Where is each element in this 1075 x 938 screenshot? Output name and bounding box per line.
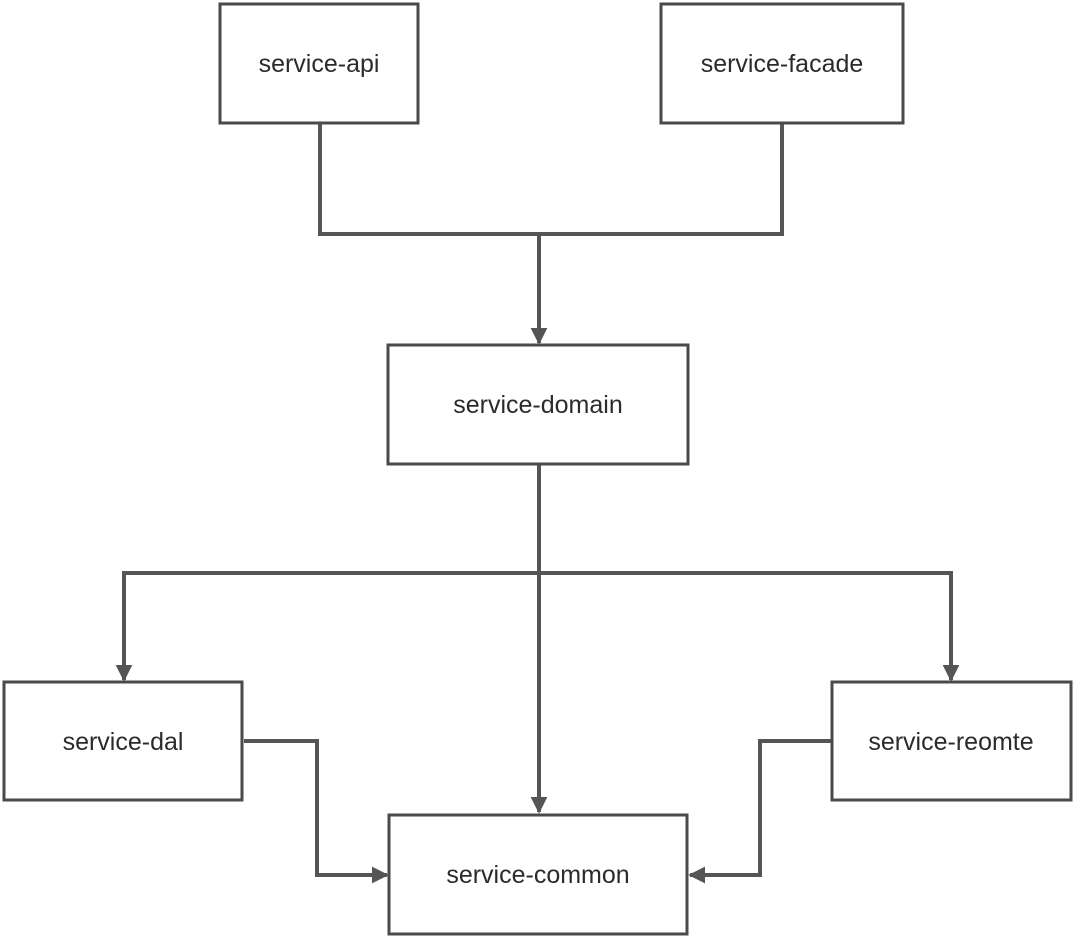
edge-domain-to-dal — [115, 571, 539, 682]
edge-domain-to-remote — [539, 571, 960, 682]
node-box — [218, 2, 420, 125]
edge-remote-to-common — [688, 739, 831, 884]
node-service-facade: service-facade — [659, 2, 905, 125]
node-service-common: service-common — [387, 813, 689, 936]
node-service-domain: service-domain — [386, 343, 690, 466]
node-label: service-facade — [701, 50, 864, 78]
node-service-reomte: service-reomte — [830, 680, 1073, 802]
node-label: service-dal — [63, 728, 184, 756]
node-label: service-common — [446, 861, 629, 889]
node-label: service-api — [259, 50, 380, 78]
node-service-dal: service-dal — [2, 680, 244, 802]
node-box — [830, 680, 1073, 802]
node-box — [2, 680, 244, 802]
edge-facade-to-merge — [539, 123, 784, 236]
node-box — [659, 2, 905, 125]
edges — [115, 123, 960, 884]
node-label: service-reomte — [868, 728, 1033, 756]
node-box — [387, 813, 689, 936]
node-box — [386, 343, 690, 466]
node-service-api: service-api — [218, 2, 420, 125]
edge-api-to-merge — [318, 123, 539, 236]
node-label: service-domain — [453, 391, 623, 419]
edge-dal-to-common — [244, 739, 389, 884]
